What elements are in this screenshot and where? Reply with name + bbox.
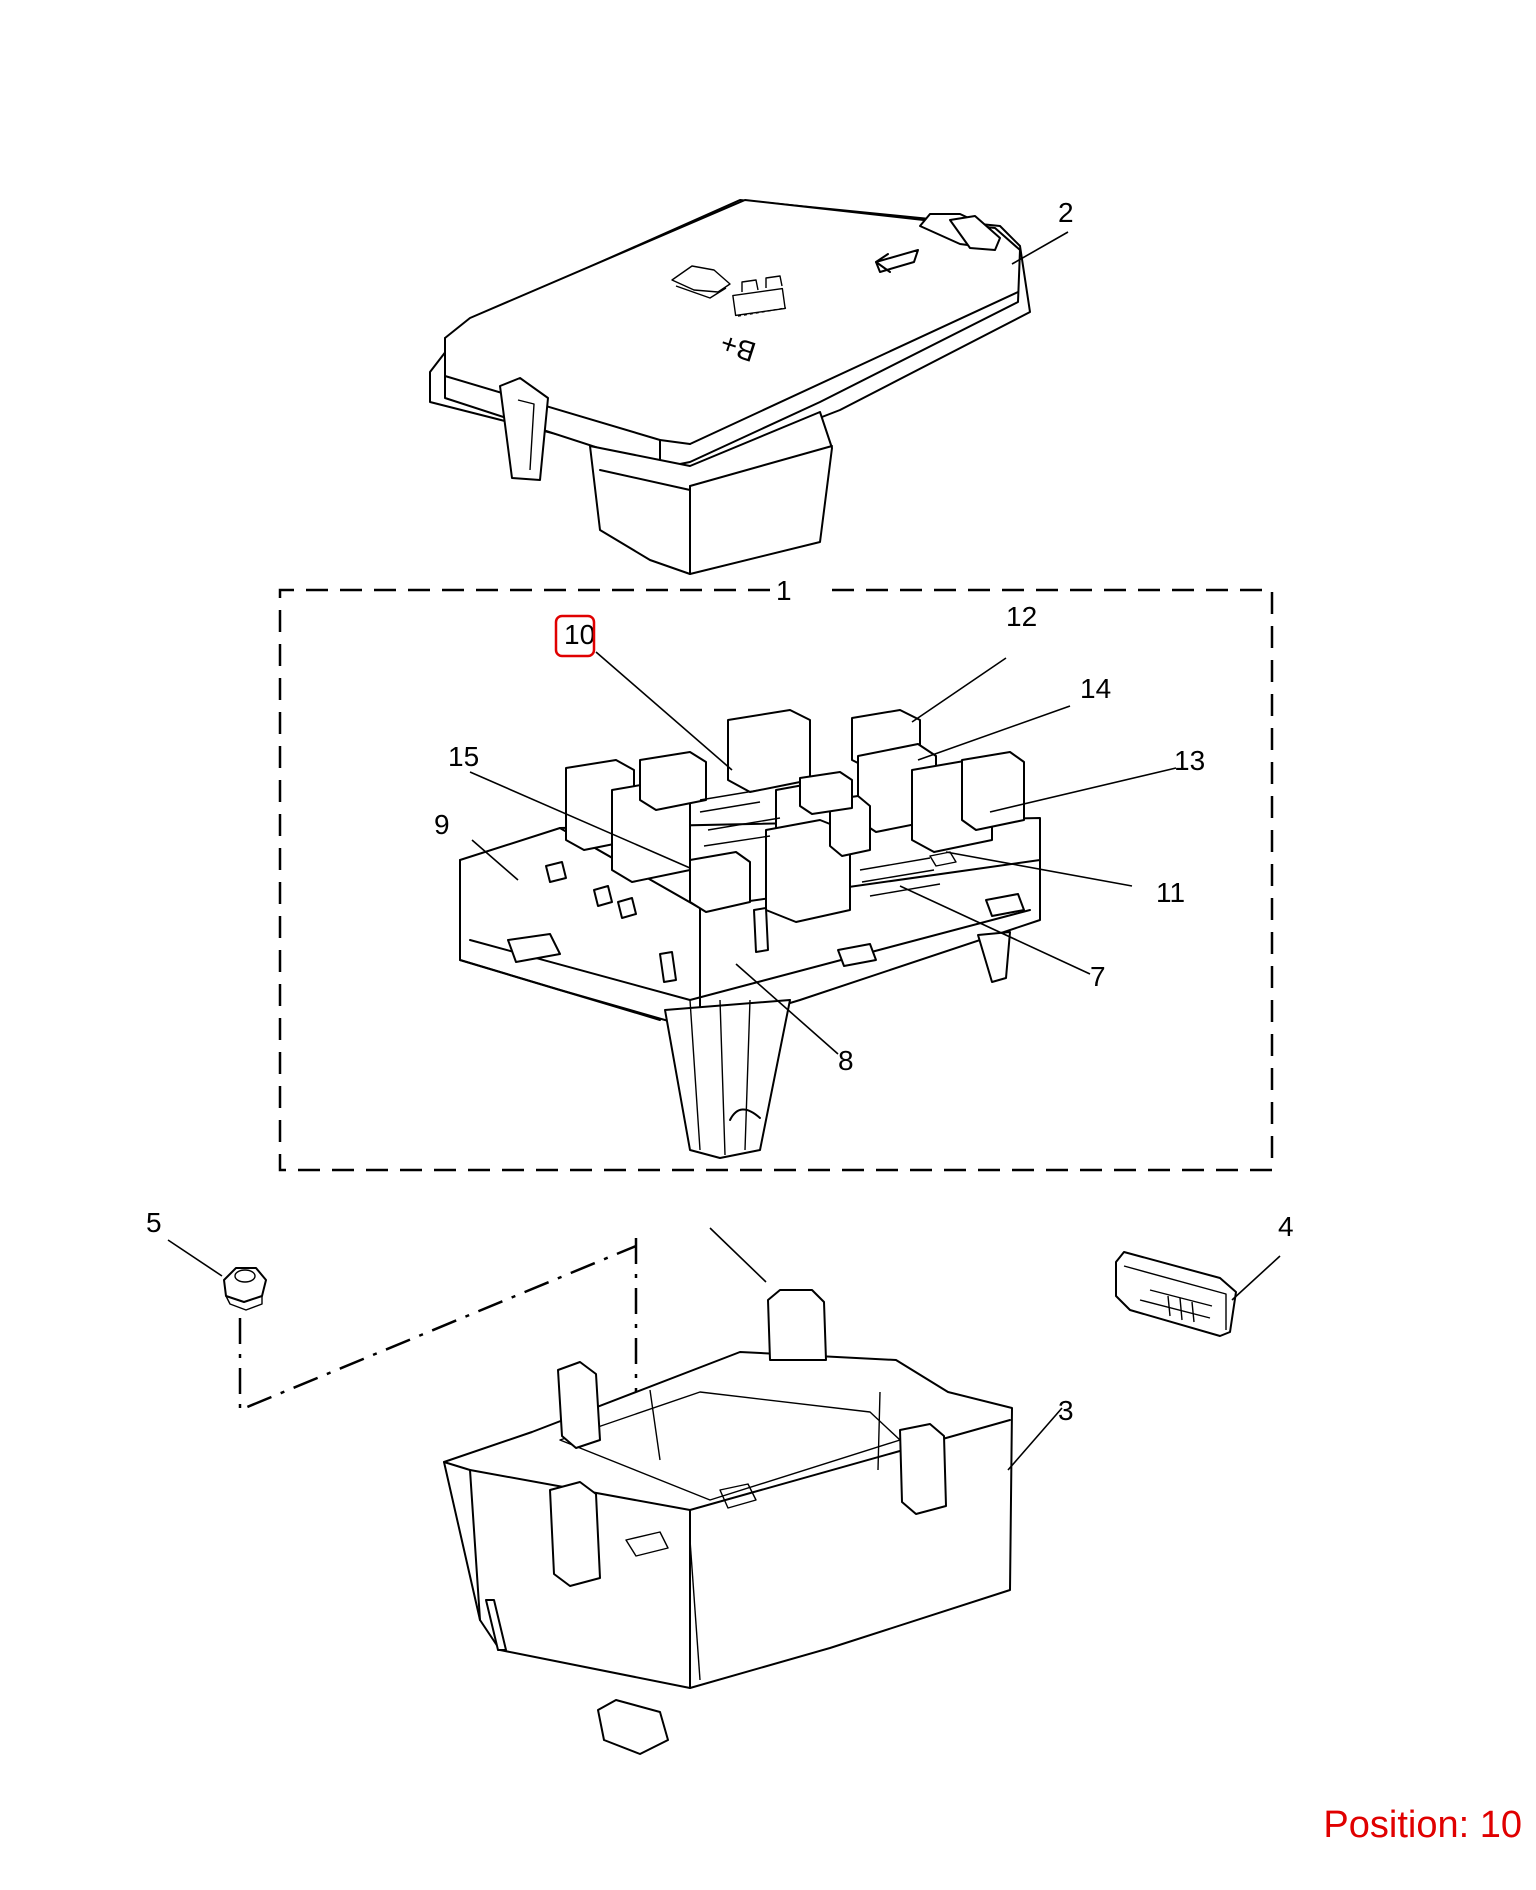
part-1-fuse-block-assembly[interactable] — [459, 709, 1041, 1159]
callout-2[interactable]: 2 — [1058, 197, 1074, 228]
callout-labels: 2 1 10 12 14 13 15 9 11 7 8 5 4 3 — [146, 197, 1294, 1426]
part-5-nut[interactable] — [223, 1267, 267, 1311]
callout-10-highlight — [554, 614, 596, 658]
part-3-lower-tray[interactable] — [443, 1289, 1013, 1755]
leader-lines — [167, 231, 1281, 1471]
callout-4[interactable]: 4 — [1278, 1211, 1294, 1242]
callout-14[interactable]: 14 — [1080, 673, 1111, 704]
callout-12[interactable]: 12 — [1006, 601, 1037, 632]
callout-5[interactable]: 5 — [146, 1207, 162, 1238]
part-2-top-cover[interactable]: B+ — [429, 199, 1031, 575]
callout-10[interactable]: 10 — [564, 619, 595, 650]
callout-15[interactable]: 15 — [448, 741, 479, 772]
callout-8[interactable]: 8 — [838, 1045, 854, 1076]
callout-9[interactable]: 9 — [434, 809, 450, 840]
part-4-fuse-clip[interactable] — [1115, 1251, 1237, 1337]
callout-1[interactable]: 1 — [776, 575, 792, 606]
callout-11[interactable]: 11 — [1156, 877, 1185, 908]
callout-13[interactable]: 13 — [1174, 745, 1205, 776]
part-1-assembly-boundary — [278, 588, 1274, 1172]
callout-3[interactable]: 3 — [1058, 1395, 1074, 1426]
position-label: Position: 10 — [1323, 1804, 1522, 1846]
tray-pointer-line — [709, 1227, 767, 1283]
callout-7[interactable]: 7 — [1090, 961, 1106, 992]
